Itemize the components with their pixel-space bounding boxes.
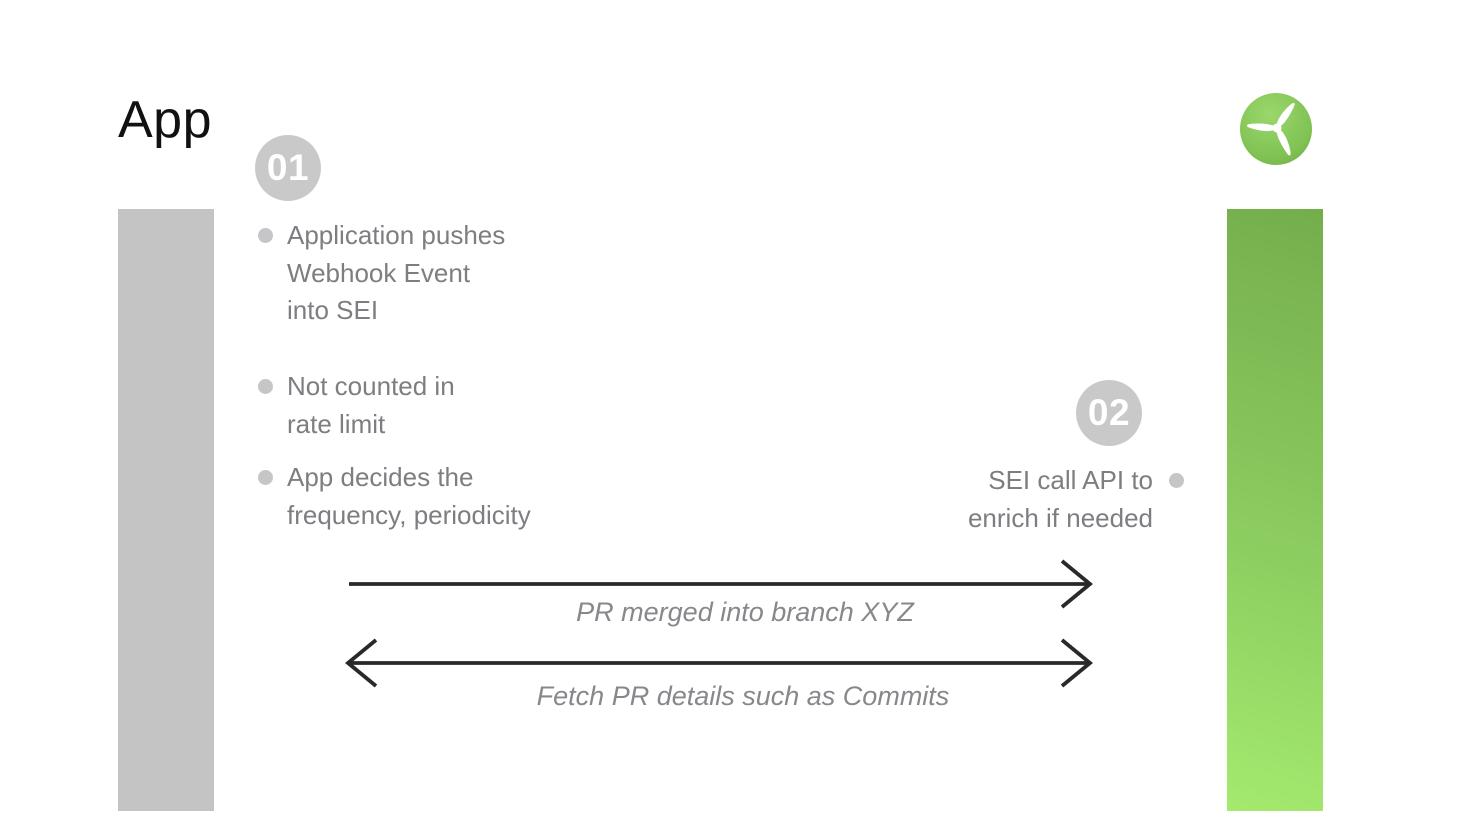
- note-sei-call-api: SEI call API to enrich if needed: [967, 462, 1184, 537]
- note-line: enrich if needed: [967, 502, 1153, 533]
- note-text: App decides the frequency, periodicity: [287, 459, 531, 534]
- bullet-dot: [1169, 473, 1184, 488]
- note-app-decides: App decides the frequency, periodicity: [258, 459, 531, 534]
- note-application-pushes: Application pushes Webhook Event into SE…: [258, 217, 505, 330]
- propeller-logo-svg: [1240, 93, 1312, 165]
- step-badge-01: 01: [255, 135, 321, 201]
- sei-column-bar: [1227, 209, 1323, 811]
- note-text: Not counted in rate limit: [287, 368, 455, 443]
- note-rate-limit: Not counted in rate limit: [258, 368, 455, 443]
- note-line: SEI call API to: [988, 465, 1153, 495]
- bullet-dot: [258, 470, 273, 485]
- note-text: Application pushes Webhook Event into SE…: [287, 217, 505, 330]
- propeller-logo-icon: [1240, 93, 1312, 165]
- note-line: Application pushes: [287, 220, 506, 250]
- bullet-dot: [258, 228, 273, 243]
- arrow-label-pr-merged: PR merged into branch XYZ: [576, 597, 914, 627]
- note-line: rate limit: [287, 408, 386, 439]
- step-badge-02-label: 02: [1087, 392, 1131, 433]
- step-badge-02: 02: [1076, 380, 1142, 446]
- note-line: Webhook Event: [287, 257, 471, 288]
- page-title: App: [118, 91, 213, 149]
- app-column-bar: [118, 209, 214, 811]
- note-line: App decides the: [287, 462, 474, 492]
- note-line: Not counted in: [287, 371, 455, 401]
- bullet-dot: [258, 379, 273, 394]
- step-badge-01-label: 01: [266, 147, 310, 188]
- arrow-label-fetch-pr: Fetch PR details such as Commits: [536, 681, 950, 711]
- note-line: frequency, periodicity: [287, 499, 531, 530]
- note-line: into SEI: [287, 295, 379, 325]
